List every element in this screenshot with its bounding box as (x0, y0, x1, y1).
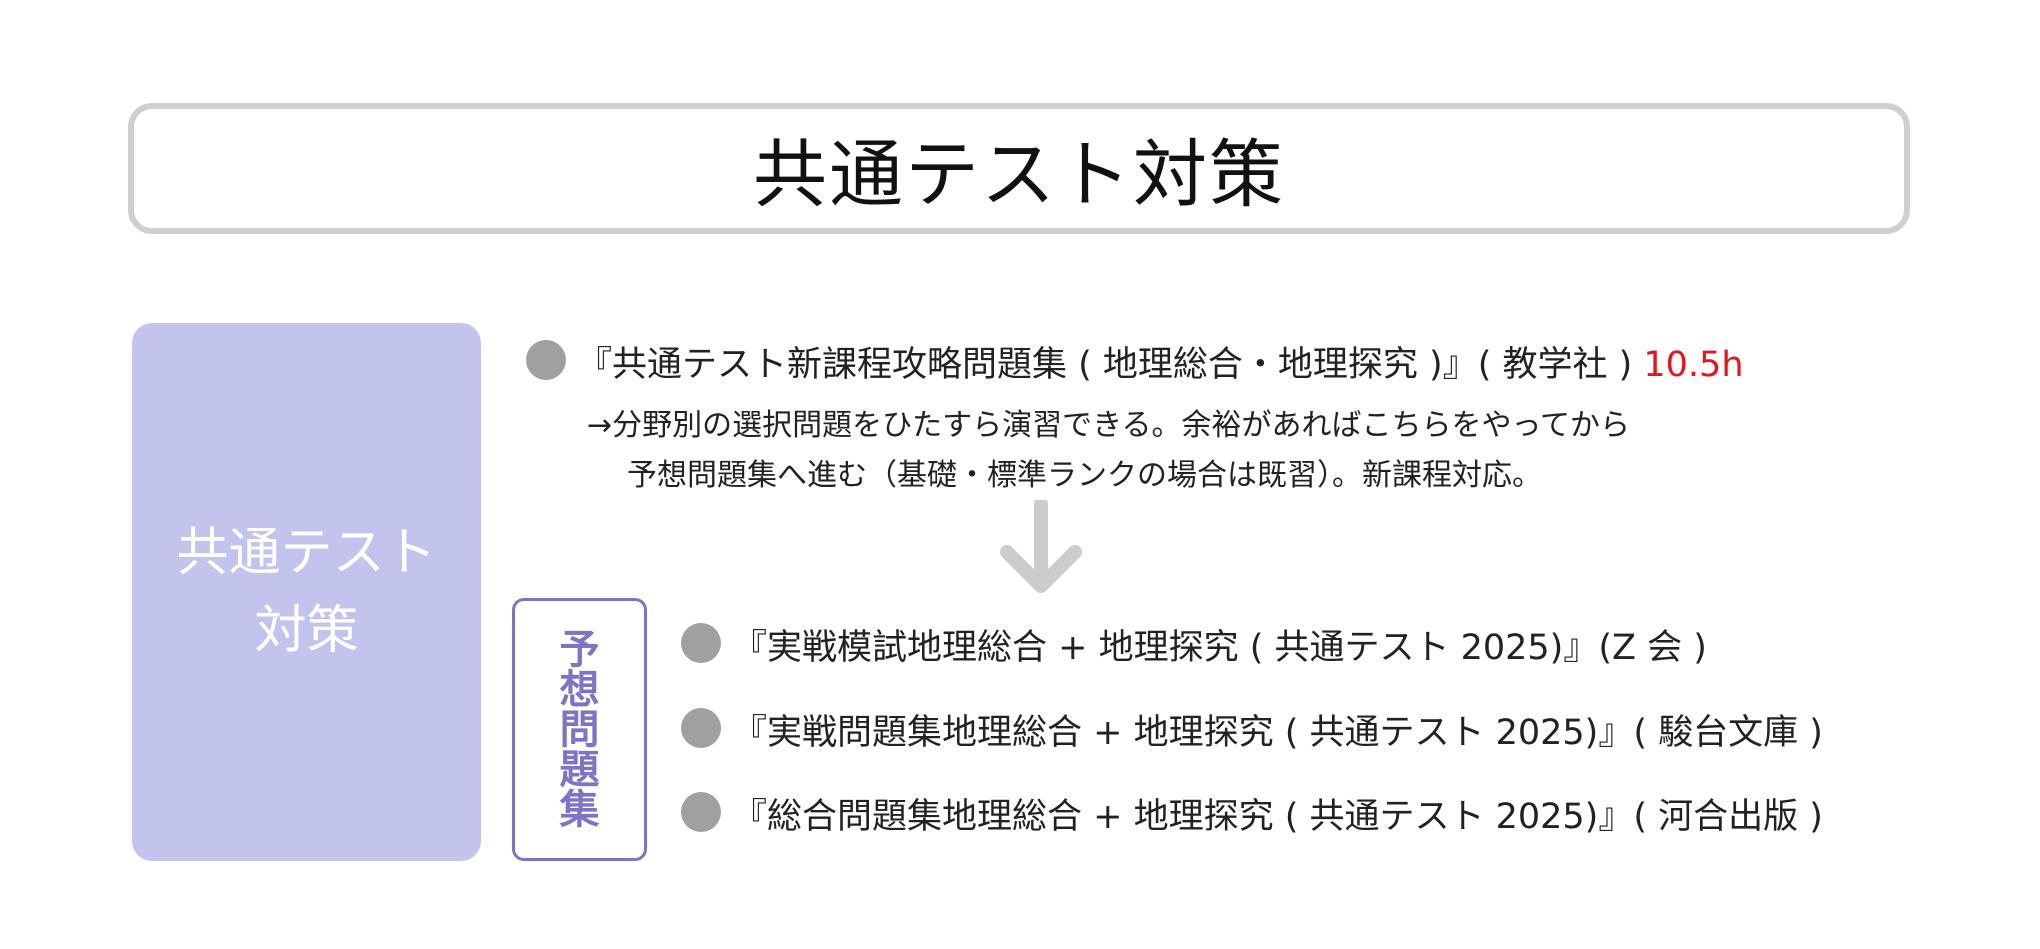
bullet-circle-icon (681, 708, 721, 748)
group-item: 『実戦模試地理総合 + 地理探究 ( 共通テスト 2025)』(Z 会 ) (732, 628, 1707, 668)
yoso-group-label: 予想問題集 (559, 626, 600, 833)
main-item-note-line1: →分野別の選択問題をひたすら演習できる。余裕があればこちらをやってから (587, 408, 1631, 443)
main-item-note-line2: 予想問題集へ進む（基礎・標準ランクの場合は既習）。新課程対応。 (627, 458, 1542, 493)
bullet-circle-icon (526, 340, 566, 380)
group-item: 『実戦問題集地理総合 + 地理探究 ( 共通テスト 2025)』( 駿台文庫 ) (732, 713, 1823, 753)
bullet-circle-icon (681, 623, 721, 663)
group-item: 『総合問題集地理総合 + 地理探究 ( 共通テスト 2025)』( 河合出版 ) (732, 797, 1823, 837)
yoso-group-box: 予想問題集 (512, 598, 647, 861)
main-item-title: 『共通テスト新課程攻略問題集 ( 地理総合・地理探究 )』( 教学社 ) (577, 345, 1633, 385)
arrow-down-icon (1000, 500, 1082, 593)
side-label: 共通テスト対策 (176, 523, 437, 661)
main-item: 『共通テスト新課程攻略問題集 ( 地理総合・地理探究 )』( 教学社 ) 10.… (577, 336, 1744, 387)
bullet-circle-icon (681, 792, 721, 832)
title-box: 共通テスト対策 (128, 103, 1910, 234)
side-label-box: 共通テスト対策 (132, 323, 481, 861)
main-item-hours: 10.5h (1643, 345, 1744, 385)
page-title: 共通テスト対策 (753, 132, 1285, 218)
